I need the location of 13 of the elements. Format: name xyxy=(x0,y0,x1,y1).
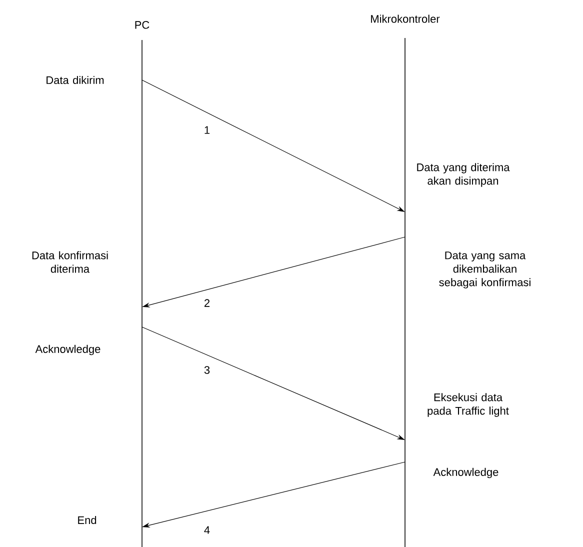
edge-label: 1 xyxy=(202,125,212,135)
message-note: Acknowledge xyxy=(433,468,498,478)
edge-label: 2 xyxy=(202,298,212,308)
message-note: Data yang sama dikembalikan sebagai konfirmasi xyxy=(439,252,530,288)
message-note: Data dikirim xyxy=(46,76,104,84)
message-note: Data yang diterima akan disimpan xyxy=(417,163,510,187)
message-note: End xyxy=(78,516,96,524)
message-note: Acknowledge xyxy=(35,344,100,356)
edge-label: 3 xyxy=(202,365,212,375)
message-note: Eksekusi data pada Traffic light xyxy=(428,393,509,417)
edge-label: 4 xyxy=(202,525,212,535)
message-note: Data konfirmasi diterima xyxy=(32,251,108,273)
lifeline: PC xyxy=(135,21,150,547)
